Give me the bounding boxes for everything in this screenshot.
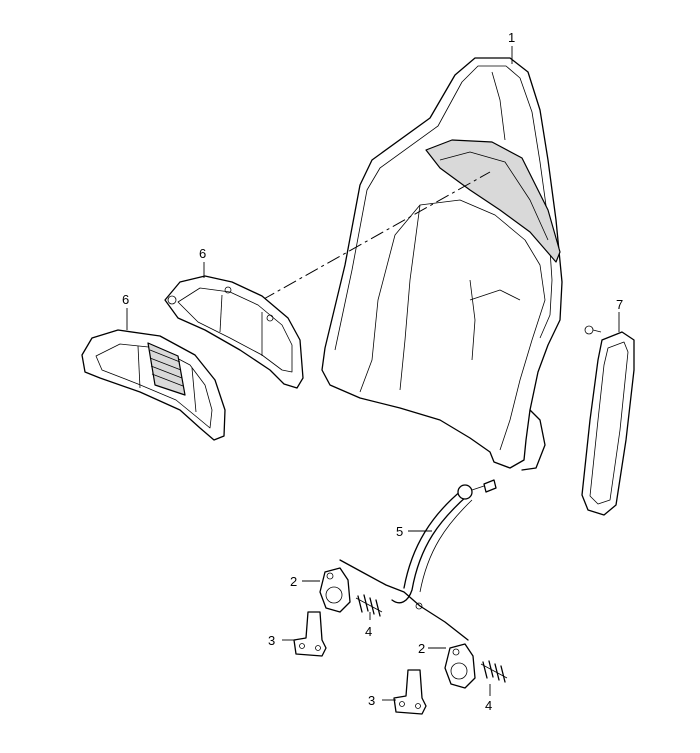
- callout-4-left: 4: [365, 624, 372, 639]
- callout-6-upper: 6: [199, 246, 206, 261]
- callout-1: 1: [508, 30, 515, 45]
- vent-frame-upper: [164, 275, 304, 389]
- callout-5: 5: [396, 524, 403, 539]
- callout-4-right: 4: [485, 698, 492, 713]
- callout-3-right: 3: [368, 693, 375, 708]
- callout-7: 7: [616, 297, 623, 312]
- leader-lines: [126, 46, 620, 701]
- callout-3-left: 3: [268, 633, 275, 648]
- hinge-upper-left: [319, 567, 351, 613]
- callout-6-lower: 6: [122, 292, 129, 307]
- side-trim-panel: [581, 325, 635, 516]
- bracket-left: [293, 611, 327, 657]
- release-cable-assembly: [339, 479, 497, 641]
- seat-back-shell: [321, 57, 563, 471]
- callout-2-lower: 2: [418, 641, 425, 656]
- callout-2-upper: 2: [290, 574, 297, 589]
- vent-frame-lower: [81, 329, 226, 441]
- spring-right: [480, 660, 508, 683]
- assembly-guide-line: [261, 171, 491, 301]
- bracket-right: [393, 669, 427, 715]
- hinge-lower-right: [444, 643, 476, 689]
- spring-left: [355, 594, 383, 617]
